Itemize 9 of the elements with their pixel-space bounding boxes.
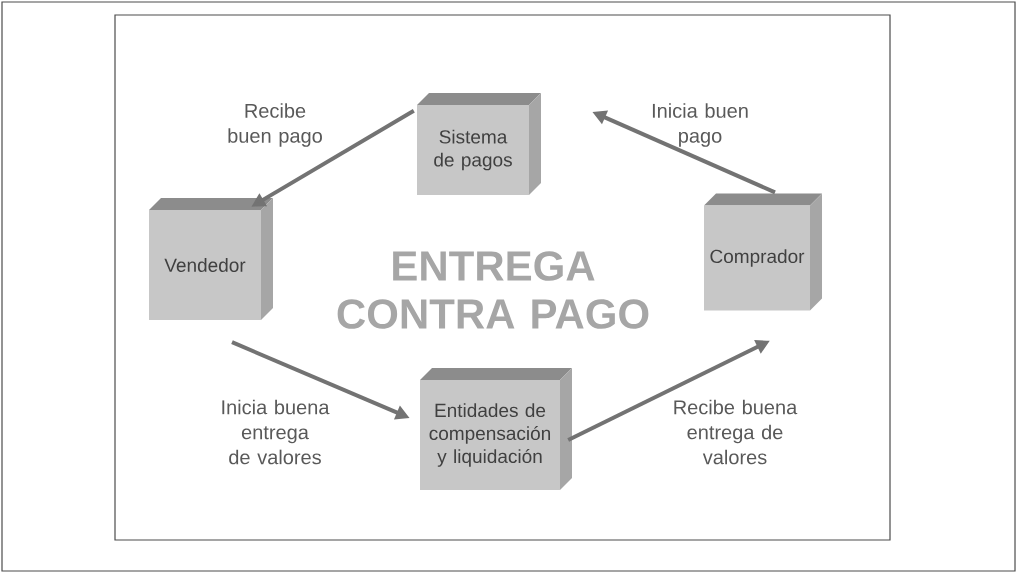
title: ENTREGA CONTRA PAGO [337,251,649,329]
box-3d: Entidades de compensación y liquidación [420,368,572,490]
edge-label: Recibe buen pago [228,103,322,147]
edge-label: Inicia buena entrega de valores [222,399,330,465]
edge-label: Recibe buena entrega de valores [674,399,798,465]
box-3d: Vendedor [149,198,273,320]
box-3d: Comprador [704,193,822,311]
edge-label: Inicia buen pago [652,103,748,147]
box-3d: Sistema de pagos [417,93,541,195]
